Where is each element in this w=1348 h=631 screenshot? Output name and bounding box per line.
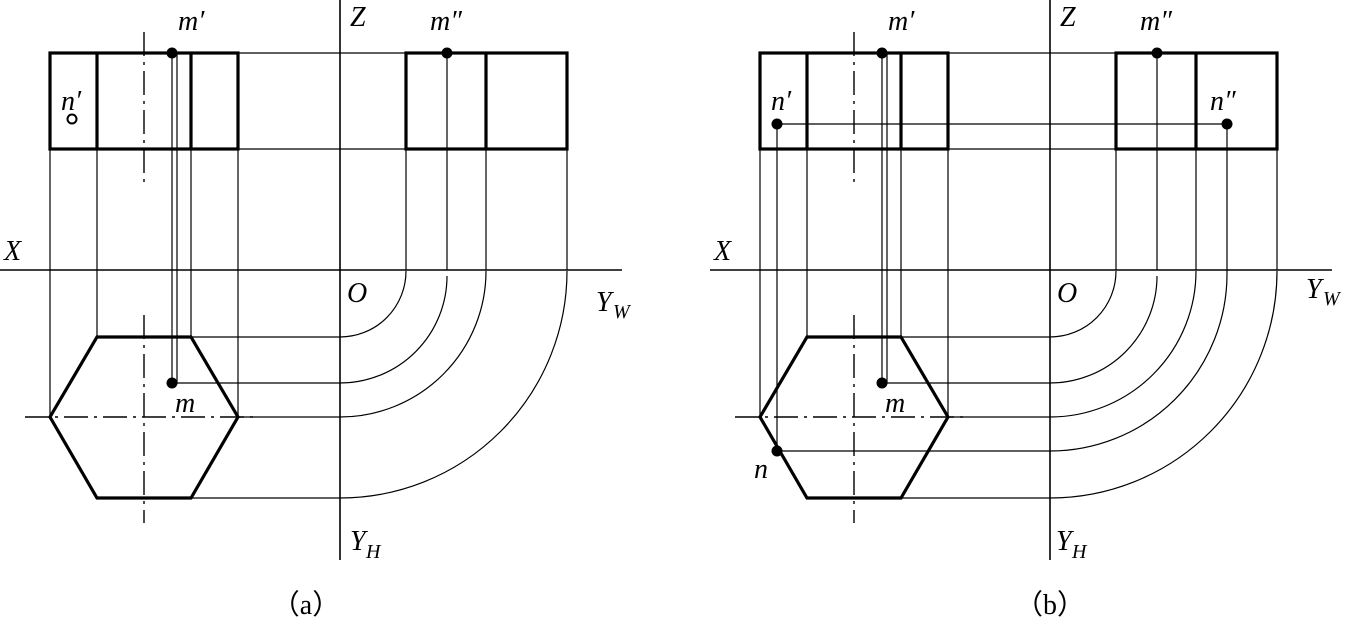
label-axis-yw-sub: W (1323, 288, 1342, 310)
label-axis-yh-sub: H (1071, 541, 1088, 563)
point-n-side (1221, 118, 1233, 130)
label-axis-yh-sub: H (365, 541, 382, 563)
projection-drawing-a (0, 0, 624, 562)
label-axis-z: Z (1060, 2, 1076, 33)
label-m-front: m′ (888, 6, 915, 37)
label-m-side: m″ (430, 6, 462, 37)
label-axis-yh: Y (350, 526, 369, 557)
point-n-front (771, 118, 783, 130)
label-n-front: n′ (61, 86, 82, 117)
caption-a: （a） (272, 589, 340, 621)
label-n-side: n″ (1210, 86, 1236, 117)
label-m-top: m (175, 388, 195, 419)
figure-b: m′ m″ n′ n″ m n X Z O Y W Y H （b） (708, 0, 1342, 621)
label-m-front: m′ (178, 6, 205, 37)
label-m-top: m (885, 388, 905, 419)
label-axis-yw: Y (596, 287, 615, 318)
label-axis-x: X (713, 236, 732, 267)
label-axis-yw-sub: W (613, 301, 632, 323)
n-transfer-arc (777, 124, 1228, 452)
projection-drawing-b (708, 0, 1334, 562)
label-m-side: m″ (1140, 6, 1172, 37)
label-origin: O (347, 278, 367, 309)
point-n-front-hollow (66, 113, 78, 125)
figure-a: m′ m″ n′ m X Z O Y W Y H （a） (0, 0, 632, 621)
label-axis-yw: Y (1306, 274, 1325, 305)
label-axis-z: Z (350, 2, 366, 33)
label-axis-yh: Y (1056, 526, 1075, 557)
label-axis-x: X (3, 236, 22, 267)
label-n-top: n (754, 454, 768, 485)
caption-b: （b） (1015, 589, 1085, 621)
point-n-top (771, 445, 783, 457)
label-n-front: n′ (771, 86, 792, 117)
label-origin: O (1057, 278, 1077, 309)
